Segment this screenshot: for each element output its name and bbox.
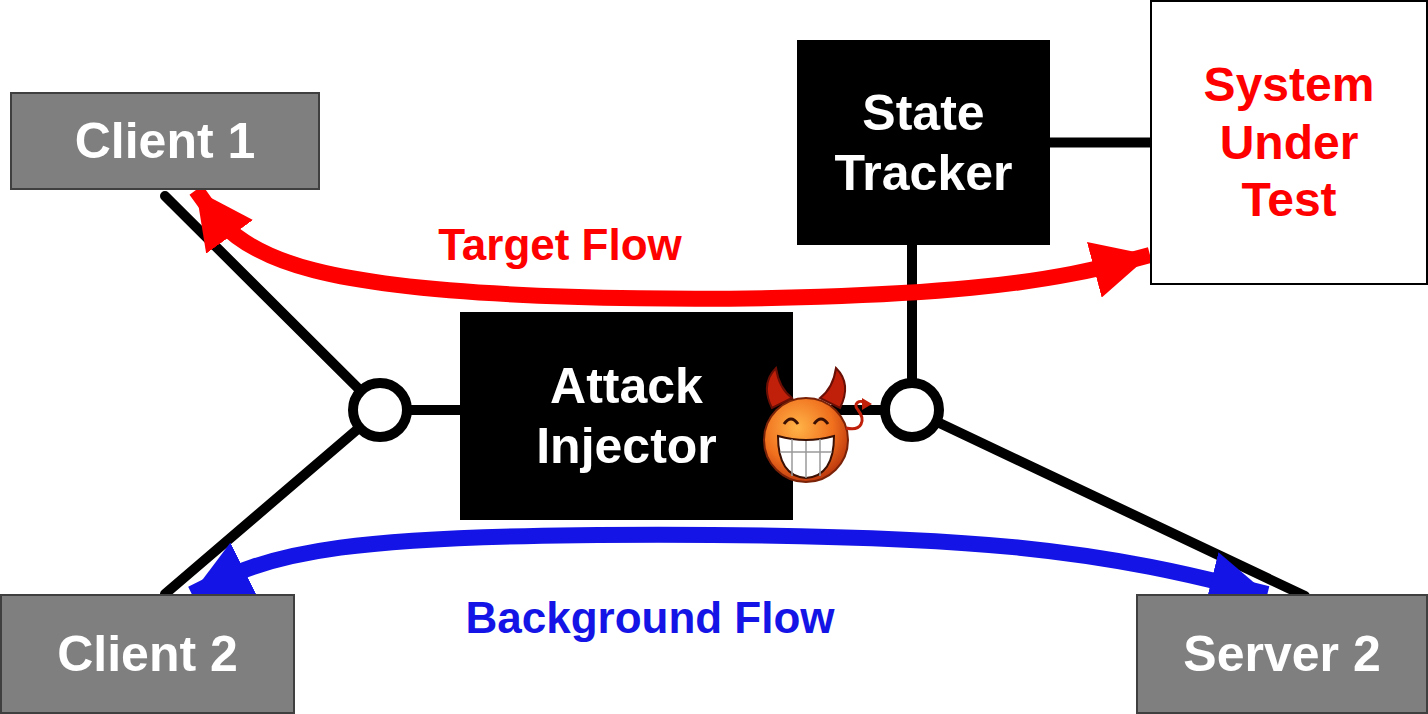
client-box: Client 1 [10,92,320,190]
tracker-box: State Tracker [797,40,1050,245]
flow-label: Background Flow [459,593,840,644]
node-text: Server 2 [1183,624,1380,684]
node-text: State Tracker [813,83,1034,203]
flow-connector [1050,138,1150,148]
switch-circle [885,383,939,437]
injector-box: Attack Injector [460,312,793,520]
node-text: Client 1 [75,111,256,171]
client-box: Client 2 [0,594,295,714]
switch-circle [353,383,407,437]
wire [912,410,1305,596]
flow-label: Target Flow [432,220,688,271]
devil-face [764,368,872,482]
wire [165,196,380,410]
node-text: Attack Injector [476,356,777,476]
node-text: System Under Test [1172,56,1406,229]
node-text: Client 2 [57,624,238,684]
system-box: System Under Test [1150,0,1428,285]
flow-connector [192,535,1268,594]
server-box: Server 2 [1136,594,1428,714]
